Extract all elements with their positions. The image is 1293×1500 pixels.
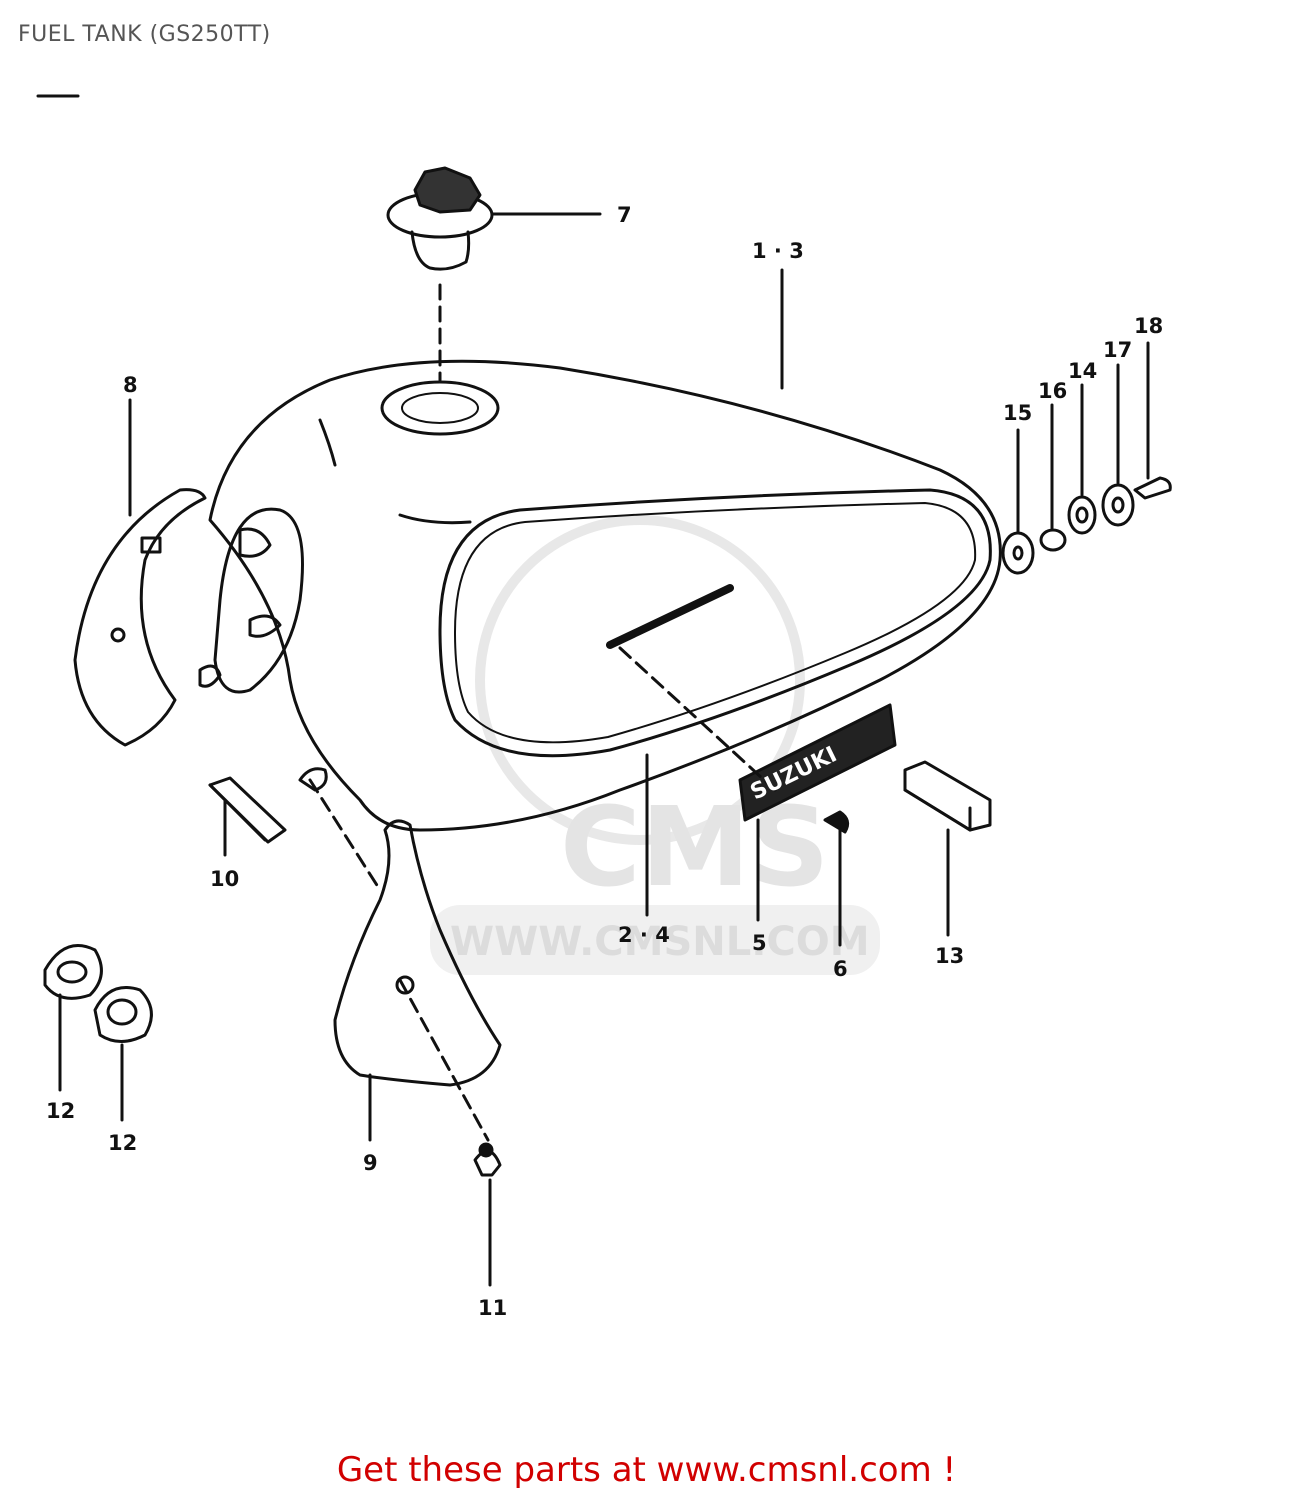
callout-6: 6 (833, 957, 848, 981)
screw-11 (473, 1142, 502, 1177)
page-title: FUEL TANK (GS250TT) (18, 22, 271, 47)
callout-9: 9 (363, 1151, 378, 1175)
callout-14: 14 (1068, 359, 1097, 383)
fuel-tank (198, 359, 1002, 832)
washer-15 (1001, 531, 1035, 575)
callout-15: 15 (1003, 401, 1032, 425)
callout-12b: 12 (108, 1131, 137, 1155)
get-parts-link[interactable]: Get these parts at www.cmsnl.com ! (336, 1450, 957, 1490)
callout-5: 5 (752, 931, 767, 955)
washer-17 (1101, 483, 1135, 527)
bolt-18 (1133, 476, 1172, 500)
watermark-url-text: WWW.CMSNL.COM (450, 919, 870, 965)
callout-8: 8 (123, 373, 138, 397)
collar-16 (1039, 528, 1067, 552)
knee-pad-right (333, 819, 502, 1087)
callout-12a: 12 (46, 1099, 75, 1123)
callout-16: 16 (1038, 379, 1067, 403)
callout-13: 13 (935, 944, 964, 968)
callout-11: 11 (478, 1296, 507, 1320)
cmsnl-watermark: CMS WWW.CMSNL.COM (430, 515, 880, 975)
callout-7: 7 (617, 203, 632, 227)
rubber-cushion-strip (208, 776, 287, 844)
watermark-logo-text: CMS (560, 783, 829, 911)
callout-2-4: 2 · 4 (618, 923, 670, 947)
screw-6 (823, 810, 850, 834)
callout-18: 18 (1134, 314, 1163, 338)
grommet-12b (93, 986, 153, 1043)
callout-1-3: 1 · 3 (752, 239, 804, 263)
fuel-cap (386, 166, 494, 271)
suzuki-emblem (738, 703, 897, 822)
callout-10: 10 (210, 867, 239, 891)
callout-17: 17 (1103, 338, 1132, 362)
nut-14 (1067, 495, 1097, 535)
grommet-12a (43, 944, 103, 1000)
rubber-block (903, 760, 992, 832)
callout-labels: 1 · 3 2 · 4 5 6 7 8 9 10 11 12 12 13 14 … (46, 203, 1163, 1320)
knee-pad-left (73, 488, 207, 747)
exploded-parts-diagram: CMS WWW.CMSNL.COM (36, 94, 1172, 1320)
